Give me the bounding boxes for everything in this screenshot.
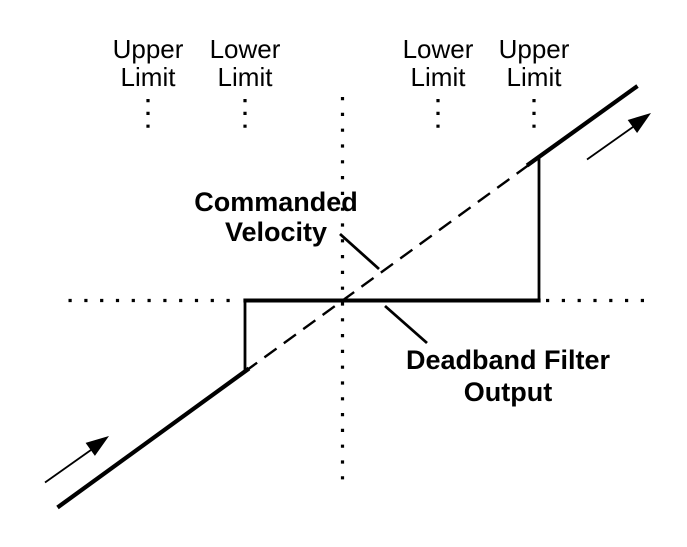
label-line: Output: [463, 377, 553, 407]
direction-arrow-right-shaft: [586, 121, 641, 161]
commanded-velocity-leader-line: [339, 232, 380, 271]
label-line: Upper: [498, 34, 570, 64]
label-lower-limit-right: Lower Limit: [378, 35, 498, 91]
label-line: Limit: [506, 62, 562, 92]
label-line: Velocity: [224, 217, 328, 247]
label-lower-limit-left: Lower Limit: [185, 35, 305, 91]
output-diagonal-left: [56, 366, 251, 510]
commanded-velocity-dashed-line: [244, 156, 540, 373]
label-line: Limit: [217, 62, 273, 92]
label-line: Upper: [112, 34, 184, 64]
label-line: Deadband Filter: [405, 345, 611, 375]
label-upper-limit-left: Upper Limit: [88, 35, 208, 91]
deadband-output-leader-line: [384, 304, 428, 345]
label-line: Commanded: [194, 187, 358, 217]
label-line: Lower: [209, 34, 281, 64]
direction-arrow-left-shaft: [44, 444, 99, 484]
label-commanded-velocity: Commanded Velocity: [156, 187, 396, 247]
label-line: Lower: [402, 34, 474, 64]
direction-arrow-right-head-icon: [627, 113, 651, 133]
label-deadband-filter-output: Deadband Filter Output: [368, 344, 648, 408]
label-upper-limit-right: Upper Limit: [474, 35, 594, 91]
output-diagonal-right: [525, 84, 639, 168]
direction-arrow-left-head-icon: [85, 436, 109, 456]
label-line: Limit: [120, 62, 176, 92]
label-line: Limit: [410, 62, 466, 92]
